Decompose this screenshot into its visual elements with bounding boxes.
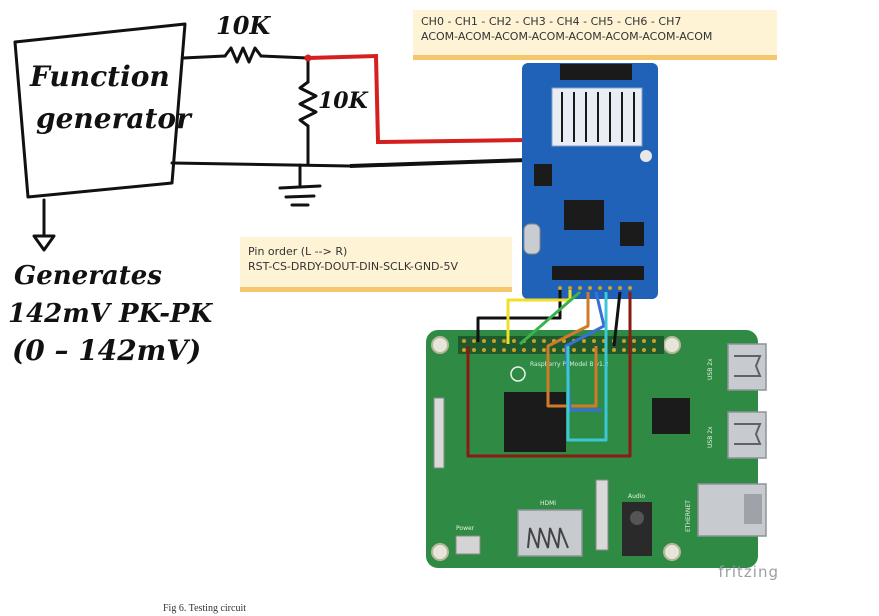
wire-dout-orange — [546, 292, 598, 408]
fritzing-watermark: fritzing — [718, 563, 779, 581]
crystal-oscillator — [523, 223, 541, 255]
adc-board — [522, 63, 658, 299]
function-generator-sketch — [13, 22, 352, 252]
function-generator-box — [13, 22, 187, 199]
power-port — [455, 535, 481, 555]
channel-note-line1: CH0 - CH1 - CH2 - CH3 - CH4 - CH5 - CH6 … — [421, 15, 682, 28]
ethernet-label: ETHERNET — [685, 500, 692, 532]
adc-chip — [564, 200, 604, 230]
usb-port-2 — [727, 411, 767, 459]
usb-port-2-icon — [734, 423, 762, 445]
hdmi-label: HDMI — [540, 500, 556, 507]
audio-jack — [622, 502, 652, 556]
annotation-arrow-head — [32, 234, 56, 252]
wire-gen-bottom — [170, 161, 352, 168]
adc-mount-hole — [640, 150, 652, 162]
wire-resistor-to-node — [259, 54, 310, 60]
ethernet-jack — [744, 494, 762, 524]
note-line1: Generates — [14, 261, 162, 291]
generator-label-line2: generator — [36, 102, 193, 135]
usb-label-2: USB 2x — [707, 426, 714, 448]
resistor-top-label: 10K — [216, 11, 271, 40]
pi-pcb — [426, 330, 758, 568]
signal-wire-red — [307, 53, 529, 145]
power-label: Power — [456, 525, 475, 532]
figure-caption: Fig 6. Testing circuit — [163, 603, 246, 614]
channel-mapping-note: CH0 - CH1 - CH2 - CH3 - CH4 - CH5 - CH6 … — [413, 10, 777, 60]
note-line3: (0 – 142mV) — [12, 334, 201, 367]
mount-hole-tl — [431, 336, 449, 354]
wire-sclk-cyan — [566, 292, 608, 442]
pin-note-line2: RST-CS-DRDY-DOUT-DIN-SCLK-GND-5V — [248, 260, 459, 273]
mount-hole-bl — [431, 543, 449, 561]
display-connector — [433, 397, 445, 469]
channel-header — [560, 64, 632, 80]
hdmi-pins-icon — [527, 527, 569, 549]
wire-gen-to-resistor — [181, 54, 227, 60]
ground-wire-black — [349, 158, 529, 168]
audio-hole — [630, 511, 644, 525]
raspberry-logo-icon — [510, 366, 526, 382]
wire-gnd-black — [612, 291, 622, 347]
wire-cs-yellow — [506, 290, 572, 344]
pin-note-line1: Pin order (L --> R) — [248, 245, 348, 258]
jumper-wires — [466, 290, 632, 458]
usb-port-1-icon — [734, 355, 762, 377]
ground-symbol — [278, 184, 322, 207]
channel-note-line2: ACOM-ACOM-ACOM-ACOM-ACOM-ACOM-ACOM-ACOM — [421, 30, 713, 43]
wire-din-blue — [564, 291, 606, 412]
pin-header — [552, 266, 644, 280]
wire-5v-darkred — [466, 292, 632, 458]
camera-connector — [595, 479, 609, 551]
note-line2: 142mV PK-PK — [8, 299, 214, 329]
wire-rst-black — [476, 290, 562, 342]
wire-drdy-green — [519, 290, 581, 346]
mount-hole-tr — [663, 336, 681, 354]
jumper-block — [620, 222, 644, 246]
usb-port-1 — [727, 343, 767, 391]
resistor-side-label: 10K — [318, 88, 369, 114]
resistor-side-symbol — [298, 80, 318, 128]
mount-hole-br — [663, 543, 681, 561]
audio-label: Audio — [628, 493, 645, 500]
generator-label-line1: Function — [29, 60, 170, 93]
handwritten-labels: Function generator 10K 10K Generates 142… — [8, 11, 369, 367]
regulator-chip — [534, 164, 552, 186]
lan-chip — [652, 398, 690, 434]
resistor-top-symbol — [223, 46, 263, 64]
pin-order-note: Pin order (L --> R) RST-CS-DRDY-DOUT-DIN… — [240, 237, 512, 292]
soc-chip — [504, 392, 566, 452]
usb-label-1: USB 2x — [707, 358, 714, 380]
